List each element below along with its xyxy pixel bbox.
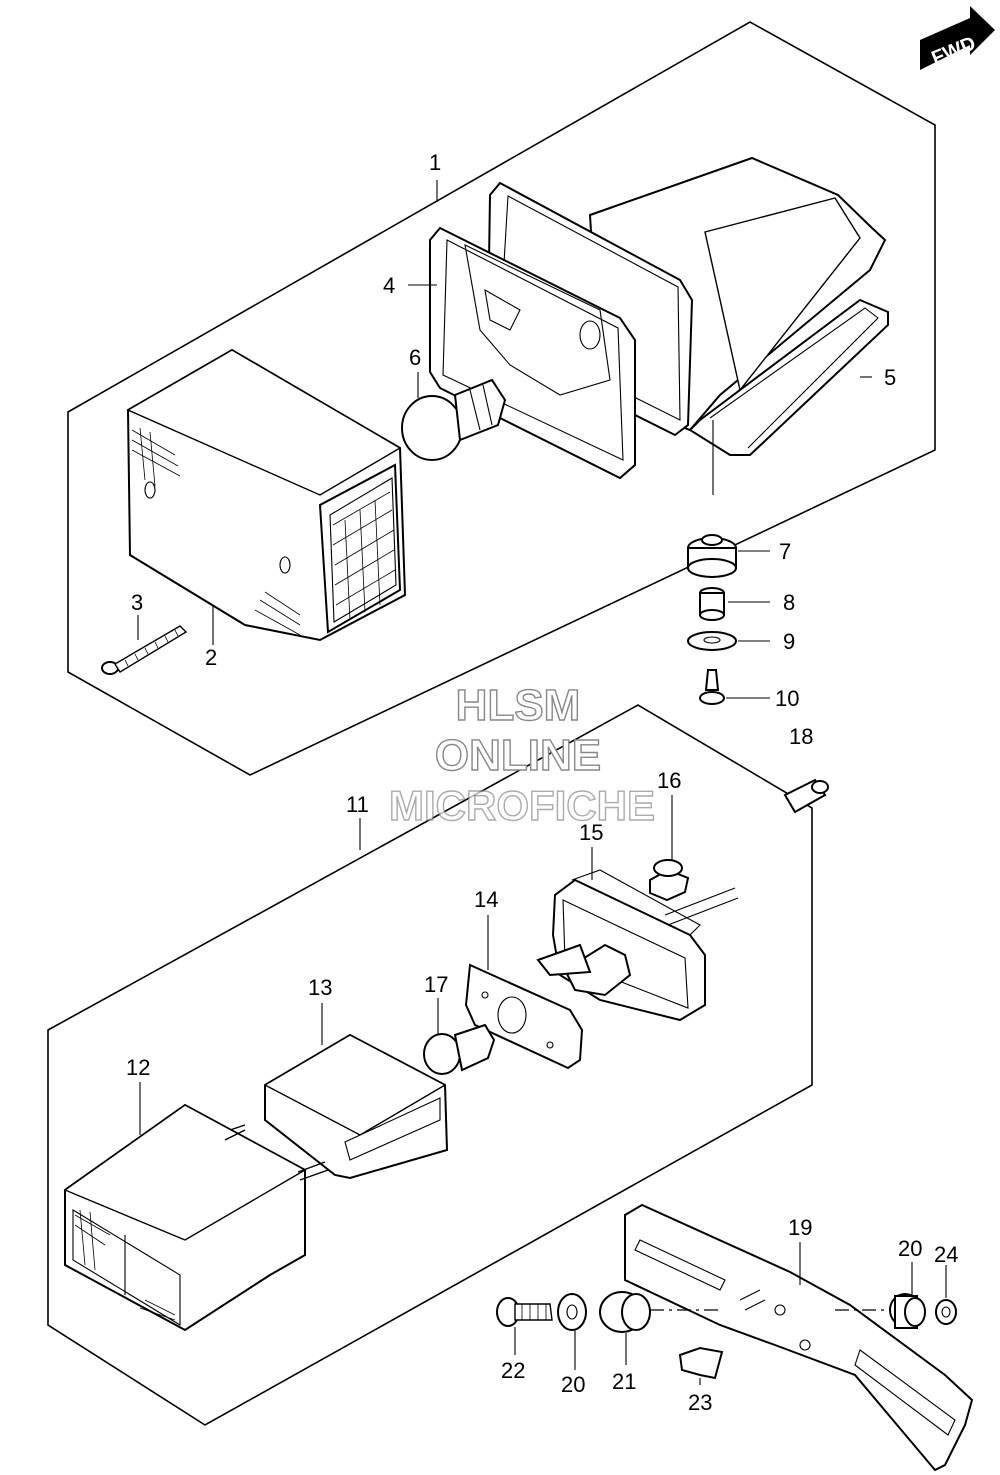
part-23-clip <box>678 1346 724 1380</box>
callout-13: 13 <box>308 975 332 1000</box>
watermark-line-2: ONLINE <box>435 731 601 780</box>
leader-lines <box>137 180 947 1385</box>
callout-20-left: 20 <box>561 1372 585 1397</box>
callout-17: 17 <box>424 972 448 997</box>
callout-11: 11 <box>346 792 369 817</box>
assembly-11-outline <box>47 704 813 1426</box>
part-4-gasket <box>429 181 694 480</box>
parts-20-21-22-left <box>496 1291 651 1333</box>
callout-12: 12 <box>126 1055 150 1080</box>
callout-7: 7 <box>779 539 791 564</box>
callout-5: 5 <box>884 365 896 390</box>
callout-20-right: 20 <box>898 1236 922 1261</box>
callout-10: 10 <box>775 686 799 711</box>
part-13-housing <box>263 1033 449 1180</box>
callout-6: 6 <box>409 345 421 370</box>
callout-23: 23 <box>688 1390 712 1415</box>
fwd-badge: FWD <box>920 6 995 70</box>
part-16-grommet <box>649 859 690 902</box>
callout-3: 3 <box>131 590 143 615</box>
part-15-housing <box>536 869 739 1022</box>
part-18-spacer <box>783 778 829 814</box>
watermark-line-1: HLSM <box>456 681 581 730</box>
callout-9: 9 <box>783 629 795 654</box>
callout-4: 4 <box>383 273 395 298</box>
part-14-plate <box>464 963 584 1070</box>
callout-15: 15 <box>579 820 603 845</box>
forward-arrow-icon <box>920 6 995 70</box>
part-17-bulb <box>423 1023 496 1075</box>
watermark: HLSM ONLINE MICROFICHE <box>388 680 655 829</box>
part-6-bulb <box>401 378 507 461</box>
callout-16: 16 <box>657 768 681 793</box>
callout-8: 8 <box>783 590 795 615</box>
callout-24: 24 <box>934 1242 958 1267</box>
part-2-lens <box>126 348 407 642</box>
watermark-line-3: MICROFICHE <box>389 782 655 829</box>
callout-18: 18 <box>789 724 813 749</box>
callout-22: 22 <box>501 1358 525 1383</box>
callout-1: 1 <box>429 150 441 175</box>
parts-20-24-right <box>889 1293 957 1329</box>
callout-2: 2 <box>205 645 217 670</box>
callout-21: 21 <box>612 1369 636 1394</box>
callout-14: 14 <box>474 887 498 912</box>
parts-7-10-grommet-stack <box>687 420 737 705</box>
part-12-main-lens <box>63 1103 329 1332</box>
part-3-screw <box>101 625 188 675</box>
callout-labels: 1 2 3 4 5 6 7 8 9 10 11 12 13 14 15 16 1… <box>126 150 958 1415</box>
assembly-1-outline <box>67 21 936 776</box>
callout-19: 19 <box>788 1215 812 1240</box>
